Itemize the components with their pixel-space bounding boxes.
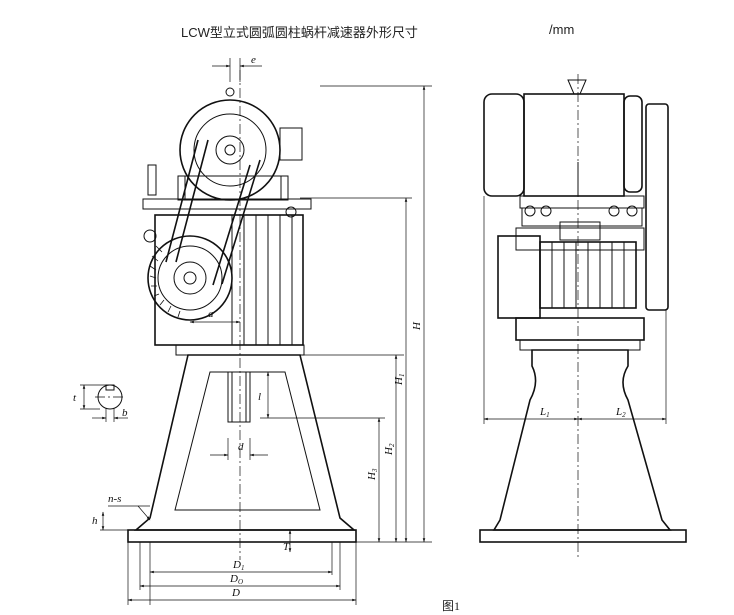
dim-e-label: e [251,54,256,66]
dim-H-label: H [411,321,423,331]
side-view [479,74,687,560]
dim-H2-label: H2 [383,443,396,456]
gear-housing [154,214,305,356]
side-dimensions: L1 L2 [483,196,667,424]
mounting-plate-side [519,195,645,241]
dim-L1-label: L1 [539,406,550,419]
dim-T-label: T [283,541,290,553]
dim-L2-label: L2 [615,406,626,419]
dim-H1-label: H1 [393,374,406,386]
dim-D1-label: D1 [232,559,244,572]
dim-H3-label: H3 [366,468,379,481]
dim-D0-label: DO [229,573,243,586]
dim-t-label: t [73,392,77,404]
dim-a-label: a [208,308,214,320]
dim-n-s-label: n-s [108,493,121,505]
bolt-left [143,229,157,243]
output-shaft [227,371,251,423]
figure-caption: 图1 [442,599,461,613]
dim-D-label: D [231,587,240,599]
bolt-right [285,206,297,218]
dim-h-label: h [92,515,98,527]
dim-d-label: d [238,441,244,453]
front-dimensions: e a l d t b n-s h T [73,54,432,605]
dim-b-label: b [122,407,128,419]
pedestal-side [479,349,687,543]
front-view [95,70,357,560]
drive-belts [165,139,261,286]
adjust-handle [147,164,157,196]
gearbox-side [497,227,645,351]
key-section-detail [95,384,125,410]
motor-pulley-front [177,87,303,201]
dim-l-label: l [258,391,261,403]
unit-label: /mm [549,22,575,37]
worm-wheel [147,235,233,321]
mounting-plate [142,198,312,210]
drawing-title: LCW型立式圆弧圆柱蜗杆减速器外形尺寸 [181,25,418,40]
